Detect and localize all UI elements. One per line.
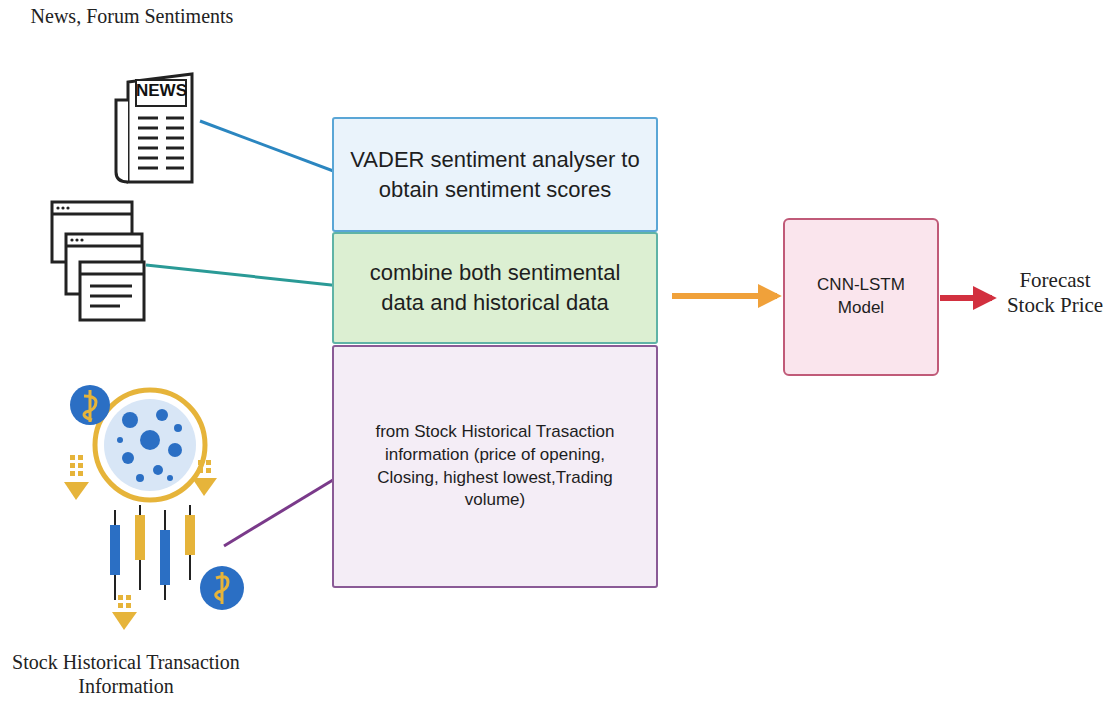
model-box: CNN-LSTM Model [783,218,939,376]
process-box: VADER sentiment analyser to obtain senti… [332,117,658,232]
box-text: CNN-LSTM Model [797,274,925,320]
flow-arrow [672,293,777,299]
process-box: from Stock Historical Trasaction informa… [332,345,658,588]
box-text: from Stock Historical Trasaction informa… [374,421,616,513]
icon-text: NEWS [136,81,186,101]
output-label: Forecast Stock Price [998,268,1112,318]
news-icon [116,74,192,182]
output-arrow [940,295,992,301]
source-label: News, Forum Sentiments [2,4,262,28]
source-arrow [200,121,352,178]
stock-illustration [64,385,244,630]
box-text: VADER sentiment analyser to obtain senti… [348,145,642,204]
source-label: Stock Historical Transaction Information [8,650,244,698]
source-arrow [146,265,350,287]
documents-icon [52,202,144,320]
box-text: combine both sentimental data and histor… [348,258,642,317]
process-box: combine both sentimental data and histor… [332,232,658,344]
